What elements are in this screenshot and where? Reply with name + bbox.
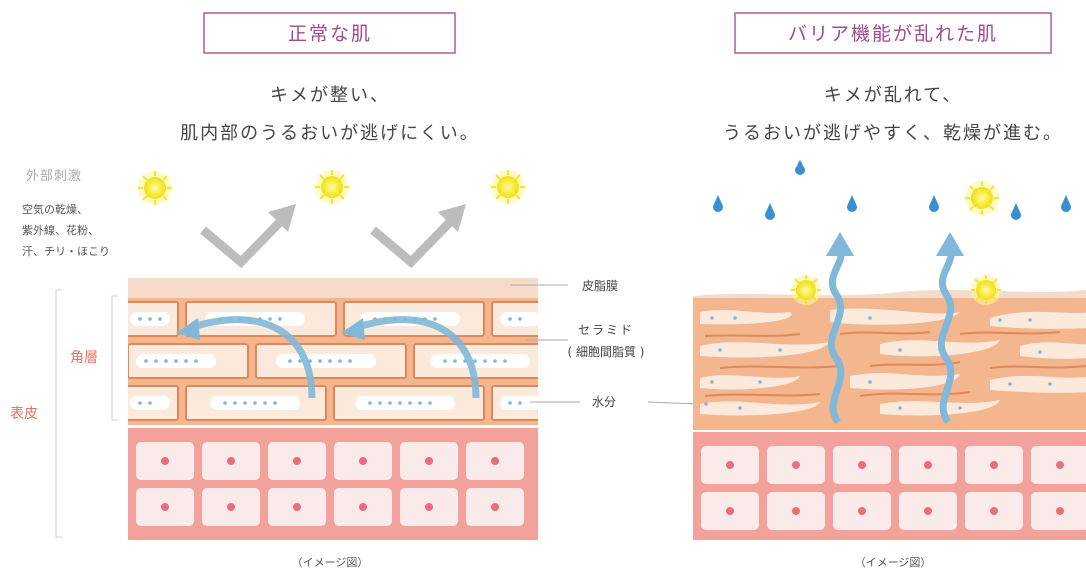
deflect-arrow-icon	[200, 204, 296, 269]
stimuli-heading: 外部刺激	[26, 169, 82, 184]
left-caption-line2: 肌内部のうるおいが逃げにくい。	[180, 123, 480, 144]
right-title: バリア機能が乱れた肌	[788, 23, 998, 45]
cell-nuclei	[726, 461, 1064, 515]
left-panel: 正常な肌 キメが整い、 肌内部のうるおいが逃げにくい。 外部刺激 空気の乾燥、 …	[10, 12, 538, 569]
stimuli-line3: 汗、チリ・ほこり	[22, 245, 110, 258]
legend-ceramide-sub: ( 細胞間脂質 )	[568, 344, 645, 359]
stimuli-line2: 紫外線、花粉、	[22, 223, 99, 237]
sun-icon	[791, 275, 821, 305]
sun-icon	[491, 170, 525, 204]
ceramide-fragments	[704, 331, 1086, 397]
sun-icon	[965, 181, 999, 215]
epidermis-label: 表皮	[10, 406, 38, 422]
left-caption-line1: キメが整い、	[270, 85, 390, 106]
right-title-box	[734, 12, 1052, 54]
stimuli-line1: 空気の乾燥、	[22, 202, 88, 216]
legend-ceramide: セラミド	[578, 323, 634, 337]
sebum-film	[128, 278, 538, 298]
sun-icon	[971, 275, 1001, 305]
legend-sebum-film: 皮脂膜	[582, 278, 618, 293]
moisture-dots	[704, 316, 1052, 410]
moisture-dots	[138, 317, 522, 405]
moisture-retained-arrow-icon	[176, 316, 316, 399]
deflect-arrow-icon	[370, 204, 466, 269]
legend-line-moisture-right	[647, 401, 701, 405]
moisture-escape-arrow-icon	[936, 232, 964, 425]
left-title: 正常な肌	[288, 23, 372, 45]
stratum-corneum-label: 角層	[70, 350, 98, 366]
moisture-retained-arrow-icon	[341, 316, 480, 399]
left-title-box	[203, 12, 456, 54]
epidermal-cells	[701, 446, 1086, 530]
right-panel: バリア機能が乱れた肌 キメが乱れて、 うるおいが逃げやすく、乾燥が進む。	[693, 12, 1086, 569]
sun-icon	[315, 170, 349, 204]
water-droplet-icons	[713, 160, 1071, 220]
stratum-corneum-bracket	[111, 295, 118, 421]
normal-skin-layers	[128, 278, 538, 540]
moisture-escape-arrow-icon	[826, 232, 854, 425]
legend-moisture: 水分	[592, 395, 616, 409]
left-footer: （イメージ図）	[292, 556, 369, 569]
epidermis-bracket	[55, 289, 62, 538]
cell-nuclei	[161, 457, 499, 511]
right-footer: （イメージ図）	[855, 556, 932, 569]
right-caption-line1: キメが乱れて、	[824, 85, 963, 106]
right-caption-line2: うるおいが逃げやすく、乾燥が進む。	[723, 123, 1063, 144]
legend: 皮脂膜 セラミド ( 細胞間脂質 ) 水分	[510, 278, 701, 409]
damaged-skin-layers	[693, 290, 1086, 540]
sun-icon	[138, 171, 172, 205]
